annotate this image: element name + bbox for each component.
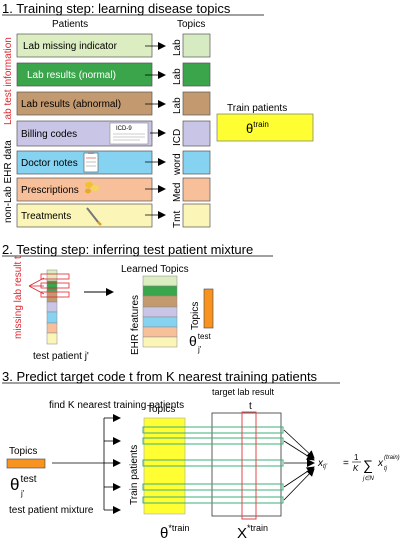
row-prescriptions bbox=[16, 177, 153, 202]
svg-text:j∈N: j∈N bbox=[362, 475, 375, 482]
lab-test-info-side-label: Lab test information bbox=[3, 37, 14, 125]
topic-box-med bbox=[182, 177, 211, 202]
theta-test-bar bbox=[203, 288, 214, 329]
section2-topics-label: Topics bbox=[190, 302, 201, 330]
section1-heading: 1. Training step: learning disease topic… bbox=[2, 1, 231, 16]
theta-train-box bbox=[216, 113, 314, 142]
theta-test-subscript-3: j' bbox=[20, 489, 25, 498]
learned-topic-seg-3 bbox=[142, 306, 178, 318]
theta-test-symbol-3: θtest bbox=[10, 474, 37, 494]
section3-left-topics-label: Topics bbox=[9, 446, 37, 457]
topic-label-tmt: Tmt bbox=[172, 211, 183, 228]
row-lab-missing bbox=[16, 33, 153, 58]
section3-topics-label: Topics bbox=[147, 404, 175, 415]
patients-column-label: Patients bbox=[52, 19, 88, 30]
section3-heading: 3. Predict target code t from K nearest … bbox=[2, 369, 318, 384]
section2-heading: 2. Testing step: inferring test patient … bbox=[2, 242, 253, 257]
converge-arrow-5 bbox=[283, 468, 315, 501]
topic-box-word bbox=[182, 150, 211, 175]
section3-train-patients-label: Train patients bbox=[129, 445, 140, 505]
topic-box-lab-normal bbox=[182, 62, 211, 87]
target-column-highlight bbox=[241, 411, 257, 520]
row-label-doctor-notes: Doctor notes bbox=[21, 158, 78, 169]
pills-icon bbox=[85, 182, 99, 194]
svg-text:ICD-9: ICD-9 bbox=[116, 126, 132, 132]
topic-label-lab-0: Lab bbox=[172, 39, 183, 56]
topic-box-icd bbox=[182, 120, 211, 147]
clipboard-icon bbox=[83, 151, 99, 173]
prediction-formula: xtj' = 1 K ∑ j∈N x tj (train) bbox=[317, 453, 400, 482]
svg-text:xtj': xtj' bbox=[317, 458, 328, 470]
nearest-row-1 bbox=[142, 426, 284, 434]
test-patient-seg-6 bbox=[46, 332, 58, 345]
test-patient-seg-5 bbox=[46, 322, 58, 334]
row-label-billing-codes: Billing codes bbox=[21, 129, 77, 140]
converge-arrow-2 bbox=[283, 440, 315, 461]
learned-topic-seg-1 bbox=[142, 285, 178, 297]
topic-label-icd: ICD bbox=[172, 129, 183, 146]
nearest-row-2 bbox=[142, 437, 284, 445]
topic-box-lab-missing bbox=[182, 33, 211, 58]
nearest-row-3 bbox=[142, 459, 284, 467]
test-patient-mixture-label: test patient mixture bbox=[9, 505, 94, 516]
theta-star-train-label: θ*train bbox=[160, 523, 189, 542]
learned-topic-seg-4 bbox=[142, 316, 178, 328]
target-t-label: t bbox=[249, 401, 252, 412]
row-lab-abnormal bbox=[16, 91, 153, 116]
test-patient-seg-1 bbox=[46, 280, 58, 292]
row-label-treatments: Treatments bbox=[21, 211, 71, 222]
x-star-train-label: X*train bbox=[237, 523, 268, 542]
train-patients-label: Train patients bbox=[227, 103, 287, 114]
theta-test-symbol: θtest bbox=[189, 332, 211, 349]
find-k-nearest-label: find K nearest training patients bbox=[49, 400, 184, 411]
row-label-prescriptions: Prescriptions bbox=[21, 185, 79, 196]
icd9-form-icon: ICD-9 bbox=[109, 122, 149, 145]
topic-label-lab-1: Lab bbox=[172, 68, 183, 85]
test-patient-seg-3 bbox=[46, 301, 58, 313]
svg-text:=: = bbox=[343, 458, 349, 469]
svg-text:(train): (train) bbox=[384, 455, 400, 461]
target-lab-result-label: target lab result bbox=[212, 387, 275, 397]
theta-test-subscript: j' bbox=[197, 345, 202, 354]
row-label-lab-normal: Lab results (normal) bbox=[27, 70, 116, 81]
x-star-train-matrix bbox=[211, 412, 282, 517]
row-label-lab-abnormal: Lab results (abnormal) bbox=[21, 99, 121, 110]
learned-topic-seg-5 bbox=[142, 326, 178, 338]
svg-text:K: K bbox=[353, 464, 359, 473]
missing-lab-result-label: missing lab result t bbox=[13, 256, 24, 339]
topic-label-word: word bbox=[172, 153, 183, 176]
learned-topic-seg-6 bbox=[142, 336, 178, 348]
topic-label-lab-2: Lab bbox=[172, 97, 183, 114]
topic-label-med: Med bbox=[172, 183, 183, 202]
topics-column-label: Topics bbox=[177, 19, 205, 30]
nearest-row-5 bbox=[142, 496, 284, 504]
theta-train-symbol: θtrain bbox=[246, 120, 269, 136]
test-patient-label: test patient j' bbox=[33, 351, 89, 362]
svg-text:tj: tj bbox=[384, 466, 388, 472]
test-patient-seg-4 bbox=[46, 311, 58, 324]
topic-box-tmt bbox=[182, 203, 211, 228]
row-label-lab-missing: Lab missing indicator bbox=[23, 41, 118, 52]
nearest-row-4 bbox=[142, 483, 284, 491]
row-treatments bbox=[16, 203, 153, 228]
theta-test-bar-horizontal bbox=[6, 458, 46, 469]
topic-box-lab-abnormal bbox=[182, 91, 211, 116]
learned-topic-seg-2 bbox=[142, 295, 178, 308]
learned-topics-label: Learned Topics bbox=[121, 264, 189, 275]
test-patient-seg-2 bbox=[46, 290, 58, 303]
missing-lab-highlight bbox=[28, 273, 70, 298]
row-lab-normal bbox=[16, 62, 153, 87]
svg-text:∑: ∑ bbox=[363, 457, 373, 473]
ehr-features-label: EHR features bbox=[130, 295, 141, 355]
svg-text:1: 1 bbox=[354, 453, 359, 462]
non-lab-ehr-side-label: non-Lab EHR data bbox=[3, 140, 14, 223]
learned-topic-seg-0 bbox=[142, 275, 178, 287]
syringe-icon bbox=[86, 207, 102, 226]
svg-text:x: x bbox=[377, 458, 384, 469]
